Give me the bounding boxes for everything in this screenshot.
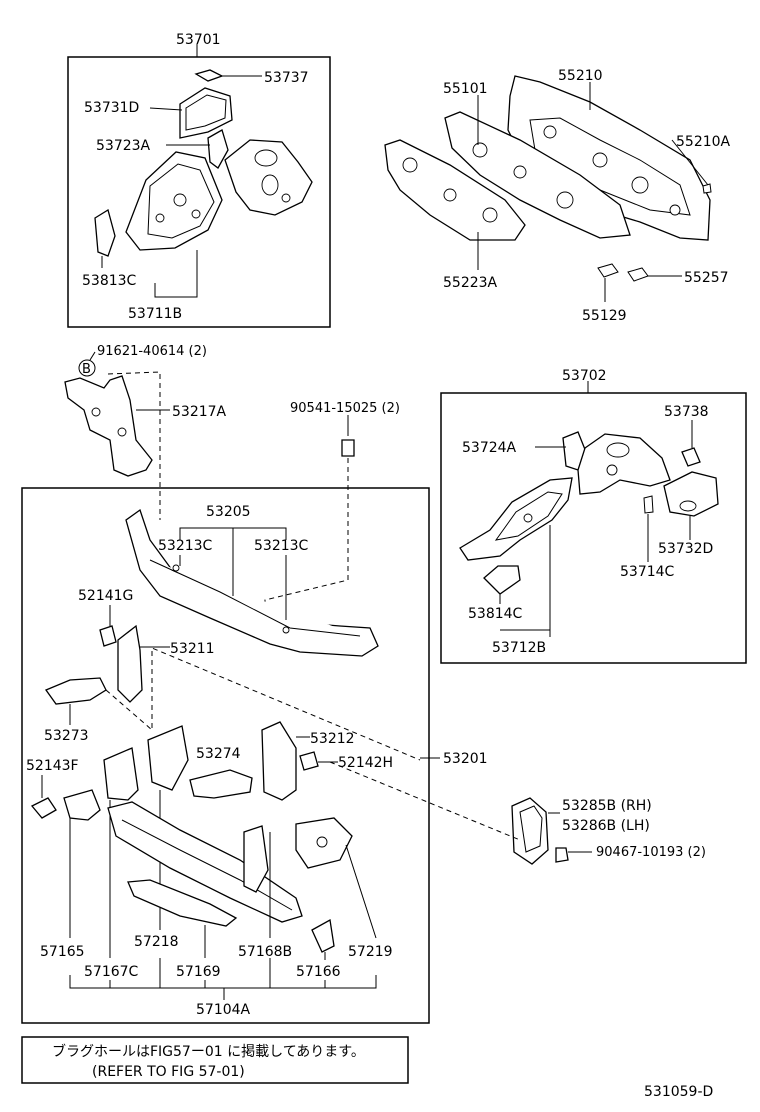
label-57218: 57218	[134, 934, 179, 950]
label-55210A: 55210A	[676, 134, 731, 150]
seal-55129-part	[597, 263, 619, 278]
label-53211: 53211	[170, 641, 215, 657]
label-circle-b: B	[82, 362, 91, 377]
label-53285B: 53285B (RH)	[562, 798, 652, 814]
brace-53273-part	[44, 677, 107, 705]
headlamp-bracket-group	[329, 761, 592, 865]
label-57219: 57219	[348, 944, 393, 960]
dash-panel-group	[384, 75, 712, 302]
group-box-53702	[440, 392, 747, 664]
reinforcement-53723A-part	[207, 129, 229, 169]
label-55129: 55129	[582, 308, 627, 324]
bolt-90541-part	[341, 439, 355, 457]
group-53217A	[64, 351, 170, 520]
label-53714C: 53714C	[620, 564, 675, 580]
dash-panel-55101-part	[444, 111, 631, 239]
label-53814C: 53814C	[468, 606, 523, 622]
label-53213C-left: 53213C	[158, 538, 213, 554]
clip-55210A-part	[702, 183, 712, 194]
bracket-53732D-part	[663, 471, 719, 517]
label-53724A: 53724A	[462, 440, 517, 456]
label-53723A: 53723A	[96, 138, 151, 154]
label-55210: 55210	[558, 68, 603, 84]
label-53731D: 53731D	[84, 100, 139, 116]
label-53737: 53737	[264, 70, 309, 86]
support-57166-part	[311, 918, 335, 953]
label-53732D: 53732D	[658, 541, 713, 557]
note-japanese: ブラグホールはFIG57ー01 に掲載してあります。	[52, 1043, 365, 1060]
label-53813C: 53813C	[82, 273, 137, 289]
support-57167C-part	[103, 747, 139, 801]
support-57165-part	[63, 789, 101, 821]
label-53205: 53205	[206, 504, 251, 520]
diagram-id: 531059-D	[644, 1084, 713, 1100]
label-52142H: 52142H	[338, 755, 393, 771]
label-53701: 53701	[176, 32, 221, 48]
label-52143F: 52143F	[26, 758, 79, 774]
side-support-53211-part	[117, 624, 143, 703]
label-57165: 57165	[40, 944, 85, 960]
bracket-53217A-part	[64, 375, 153, 477]
bracket-53738-part	[681, 447, 701, 467]
label-91621-40614: 91621-40614 (2)	[97, 344, 207, 359]
label-90541-15025: 90541-15025 (2)	[290, 401, 400, 416]
bracket-52141G-part	[99, 625, 117, 647]
bracket-53714C-part	[643, 495, 654, 514]
bracket-52142H-part	[299, 751, 319, 771]
group-53201	[30, 508, 440, 1000]
group-53701	[94, 44, 313, 298]
label-53711B: 53711B	[128, 306, 182, 322]
side-support-53212-part	[261, 721, 297, 801]
label-53712B: 53712B	[492, 640, 546, 656]
upper-support-53205-part	[125, 508, 379, 657]
label-52141G: 52141G	[78, 588, 133, 604]
bolt-90467-part	[555, 847, 569, 863]
label-53738: 53738	[664, 404, 709, 420]
label-57169: 57169	[176, 964, 221, 980]
reinforcement-57169-part	[127, 879, 238, 927]
label-57168B: 57168B	[238, 944, 292, 960]
group-53702	[459, 381, 719, 637]
label-53212: 53212	[310, 731, 355, 747]
part-labels: 53701 53737 53731D 53723A 53813C 53711B …	[26, 32, 731, 1100]
label-53201: 53201	[443, 751, 488, 767]
bracket-53737-part	[194, 69, 224, 82]
brace-53274-part	[189, 769, 253, 799]
bolt-90541-group	[264, 415, 355, 612]
label-90467-10193: 90467-10193 (2)	[596, 845, 706, 860]
support-57168B-part	[243, 825, 269, 893]
bracket-53814C-part	[483, 565, 521, 595]
label-53286B: 53286B (LH)	[562, 818, 650, 834]
group-box-53201	[21, 487, 430, 1024]
label-53273: 53273	[44, 728, 89, 744]
label-53213C-right: 53213C	[254, 538, 309, 554]
label-53274: 53274	[196, 746, 241, 762]
label-53702: 53702	[562, 368, 607, 384]
label-55101: 55101	[443, 81, 488, 97]
label-55257: 55257	[684, 270, 729, 286]
bracket-52143F-part	[30, 797, 57, 819]
label-57167C: 57167C	[84, 964, 139, 980]
note-english: (REFER TO FIG 57-01)	[92, 1064, 245, 1080]
label-57104A: 57104A	[196, 1002, 251, 1018]
label-57166: 57166	[296, 964, 341, 980]
bracket-53813C-part	[94, 208, 116, 257]
note-box	[21, 1036, 409, 1084]
group-box-53701	[67, 56, 331, 328]
suspension-tower-rh-part	[577, 433, 671, 495]
support-57218-part	[147, 725, 189, 791]
label-55223A: 55223A	[443, 275, 498, 291]
label-53217A: 53217A	[172, 404, 227, 420]
seal-55257-part	[627, 267, 649, 282]
